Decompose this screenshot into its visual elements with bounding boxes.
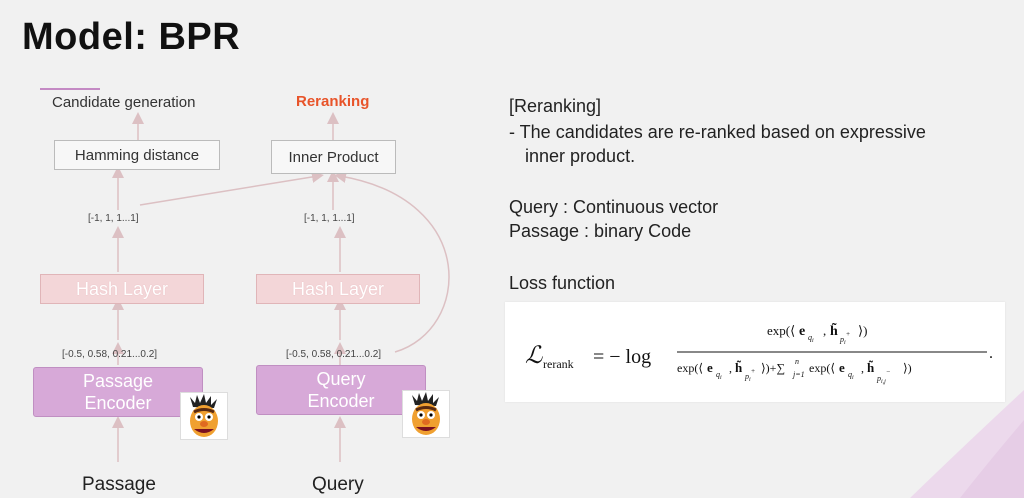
formula-numerator-qi: qi	[808, 333, 814, 344]
passage-input-label: Passage	[82, 474, 156, 495]
svg-text:.: .	[989, 345, 993, 362]
formula-lhs: ℒ	[525, 343, 543, 369]
query-encoder: Query Encoder	[256, 365, 426, 415]
loss-formula: ℒ rerank = − log exp(⟨ e qi , h̃ pi+ ⟩) …	[525, 321, 993, 385]
passage-type-line: Passage : binary Code	[509, 221, 692, 241]
bert-mascot-icon	[180, 392, 228, 440]
svg-text:⟩): ⟩)	[903, 361, 912, 375]
decorative-shape	[910, 390, 1024, 498]
query-type-line: Query : Continuous vector	[509, 197, 719, 217]
passage-encoder-line2: Encoder	[84, 393, 152, 413]
formula-numerator-e: e	[799, 324, 805, 339]
formula-numerator-part1: exp(⟨	[767, 323, 795, 338]
bert-mascot-icon	[402, 390, 450, 438]
svg-text:qi: qi	[716, 370, 722, 381]
loss-formula-card: ℒ rerank = − log exp(⟨ e qi , h̃ pi+ ⟩) …	[505, 302, 1005, 402]
reranking-heading: [Reranking]	[509, 96, 602, 116]
arrow-passage-binvec-inner	[139, 171, 324, 206]
svg-text:,: ,	[861, 361, 864, 375]
svg-text:h̃: h̃	[867, 360, 875, 375]
passage-hash-layer: Hash Layer	[40, 274, 204, 304]
query-input-label: Query	[312, 474, 364, 495]
formula-lhs-sub: rerank	[543, 357, 574, 371]
passage-encoder: Passage Encoder	[33, 367, 203, 417]
svg-text:n: n	[795, 357, 799, 366]
svg-text:⟩): ⟩)	[858, 323, 867, 338]
formula-denominator-part1: exp(⟨	[677, 361, 703, 375]
candidate-generation-label: Candidate generation	[52, 94, 196, 111]
loss-function-heading: Loss function	[509, 273, 616, 293]
reranking-label: Reranking	[296, 93, 370, 110]
passage-encoder-line1: Passage	[82, 371, 154, 391]
svg-text:e: e	[707, 360, 713, 375]
query-encoder-line2: Encoder	[307, 391, 375, 411]
passage-continuous-vector: [-0.5, 0.58, 0.21...0.2]	[62, 349, 158, 360]
svg-text:e: e	[839, 360, 845, 375]
svg-text:j=1: j=1	[792, 370, 805, 379]
slide-title: Model: BPR	[22, 16, 241, 58]
svg-text:exp(⟨: exp(⟨	[809, 361, 835, 375]
inner-product-box: Inner Product	[271, 140, 396, 174]
svg-text:pi+: pi+	[744, 367, 756, 383]
query-hash-layer: Hash Layer	[256, 274, 420, 304]
query-binary-vector: [-1, 1, 1...1]	[304, 213, 355, 224]
query-continuous-vector: [-0.5, 0.58, 0.21...0.2]	[286, 349, 382, 360]
formula-numerator-h: h̃	[830, 321, 838, 339]
query-encoder-line1: Query	[316, 369, 366, 389]
passage-binary-vector: [-1, 1, 1...1]	[88, 213, 139, 224]
svg-text:⟩)+∑: ⟩)+∑	[761, 361, 785, 375]
svg-text:qi: qi	[848, 370, 854, 381]
accent-divider	[40, 88, 100, 90]
reranking-desc-line2: inner product.	[525, 146, 636, 166]
svg-text:,: ,	[823, 323, 826, 338]
hamming-distance-box: Hamming distance	[54, 140, 220, 170]
arrow-query-contvec-inner	[334, 171, 450, 353]
reranking-desc-line1: - The candidates are re-ranked based on …	[509, 122, 926, 142]
svg-text:h̃: h̃	[735, 360, 743, 375]
formula-eq: = − log	[593, 346, 651, 368]
svg-text:pi+: pi+	[839, 330, 851, 346]
svg-text:,: ,	[729, 361, 732, 375]
